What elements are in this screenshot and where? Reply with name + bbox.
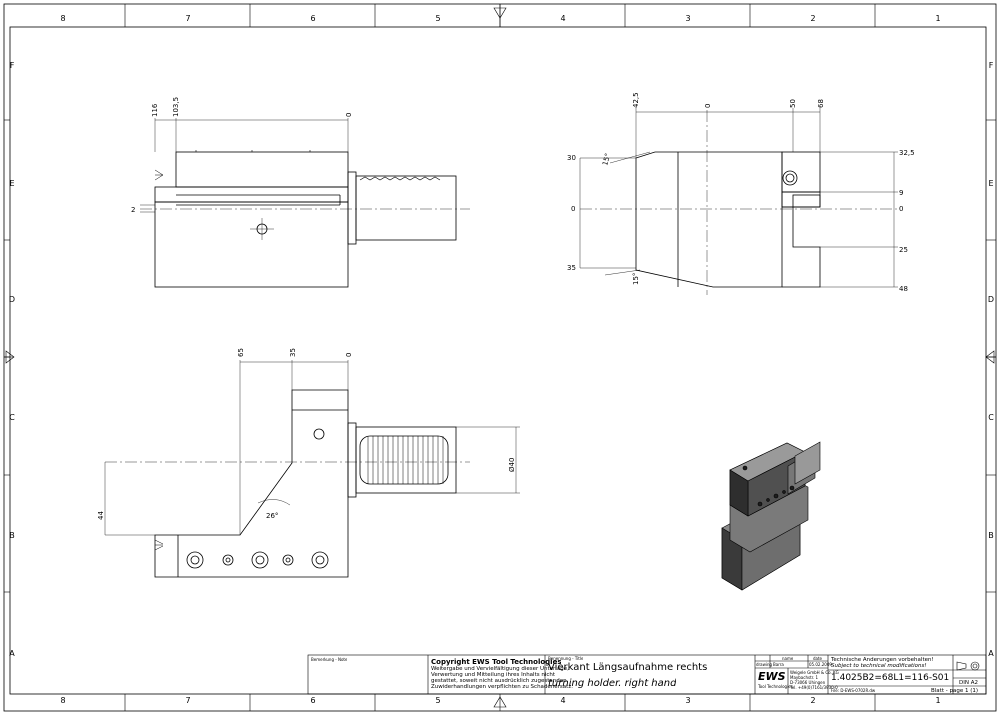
frame-col-label: 5: [435, 14, 440, 23]
drawing-date: 05.02.2009: [809, 662, 832, 667]
title-german: Vierkant Längsaufnahme rechts: [548, 662, 708, 673]
frame-row-label: E: [988, 179, 993, 188]
frame-col-label: 1: [935, 14, 940, 23]
dim-68: 68: [817, 99, 825, 108]
frame-row-label: A: [9, 649, 15, 658]
frame-col-label: 2: [810, 696, 815, 705]
frame-row-label: C: [988, 413, 994, 422]
dim-103-5: 103,5: [172, 97, 180, 117]
company-line: Maybachstr. 1: [790, 675, 819, 680]
dim-15-bottom: 15°: [632, 273, 640, 285]
frame-row-label: A: [988, 649, 994, 658]
company-logo: EWS: [758, 671, 786, 683]
frame-row-label: E: [9, 179, 14, 188]
remark-label: Bemerkung - Note: [311, 657, 348, 662]
dim-0-left: 0: [571, 205, 575, 213]
frame-col-label: 4: [560, 696, 565, 705]
frame-row-label: B: [988, 531, 994, 540]
frame-col-label: 7: [185, 696, 190, 705]
front-view: [579, 108, 900, 295]
dim-2: 2: [131, 206, 135, 214]
top-view: [104, 360, 520, 578]
frame-col-label: 1: [935, 696, 940, 705]
drawing-label: drawing: [756, 662, 773, 667]
frame-row-label: C: [9, 413, 15, 422]
company-line: D-73066 Uhingen: [790, 680, 826, 685]
copyright-title: Copyright EWS Tool Technologies: [431, 658, 562, 666]
col-name-label: name: [782, 656, 794, 661]
name-label: Benennung - Title: [548, 656, 584, 661]
col-date-label: date: [813, 656, 823, 661]
dim-26: 26°: [266, 512, 278, 520]
frame-row-label: B: [9, 531, 15, 540]
frame-col-label: 4: [560, 14, 565, 23]
frame-row-label: D: [9, 295, 15, 304]
title-block-grid: [307, 654, 987, 695]
dim-15-top: 15°: [601, 152, 612, 166]
frame-row-label: F: [10, 61, 15, 70]
dim-0-topview: 0: [345, 353, 353, 357]
dim-d40: Ø40: [508, 458, 516, 472]
change-note-de: Technische Änderungen vorbehalten!: [831, 657, 934, 663]
dim-25: 25: [899, 246, 908, 254]
frame-col-label: 7: [185, 14, 190, 23]
drawing-name: Barra: [773, 662, 784, 667]
dim-65: 65: [237, 348, 245, 357]
frame-row-label: D: [988, 295, 994, 304]
isometric-view: [721, 441, 821, 591]
company-logo-sub: Tool Technologies: [758, 684, 793, 689]
frame-col-label: 6: [310, 14, 315, 23]
frame-col-label: 5: [435, 696, 440, 705]
frame-row-label: F: [989, 61, 994, 70]
frame-col-label: 8: [60, 14, 65, 23]
dim-42-5: 42,5: [632, 92, 640, 108]
dim-9: 9: [899, 189, 903, 197]
dim-35: 35: [567, 264, 576, 272]
dim-0-top: 0: [704, 104, 712, 108]
dim-0-right: 0: [899, 205, 903, 213]
dim-35-top: 35: [289, 348, 297, 357]
copyright-line: Weitergabe und Vervielfältigung dieser U…: [431, 666, 569, 672]
company-line: Tel. +49(0)7161/3930-0: [790, 685, 838, 690]
frame-col-label: 3: [685, 696, 690, 705]
frame-col-label: 6: [310, 696, 315, 705]
paper-format: DIN A2: [959, 680, 978, 686]
file-label: File: D-EWS-0702R.dw: [831, 688, 876, 693]
part-number: 1.4025B2=68L1=116-S01: [831, 673, 950, 683]
dim-30: 30: [567, 154, 576, 162]
dim-44: 44: [97, 511, 105, 520]
side-view: [140, 118, 470, 288]
sheet-number: Blatt - page 1 (1): [931, 688, 978, 694]
dim-50: 50: [789, 99, 797, 108]
frame-col-label: 2: [810, 14, 815, 23]
frame-col-label: 8: [60, 696, 65, 705]
frame-col-label: 3: [685, 14, 690, 23]
change-note-en: Subject to technical modifications!: [831, 663, 927, 669]
dim-48: 48: [899, 285, 908, 293]
company-line: Weigele GmbH & Co. KG: [790, 670, 839, 675]
title-english: turning holder. right hand: [548, 678, 677, 689]
dim-116: 116: [151, 103, 159, 117]
copyright-line: gestattet, soweit nicht ausdrücklich zug…: [431, 678, 569, 684]
copyright-line: Verwertung und Mitteilung ihres Inhalts …: [431, 672, 556, 678]
dim-0: 0: [345, 113, 353, 117]
dim-32-5: 32,5: [899, 149, 915, 157]
copyright-line: Zuwiderhandlungen verpflichten zu Schade…: [431, 684, 573, 690]
